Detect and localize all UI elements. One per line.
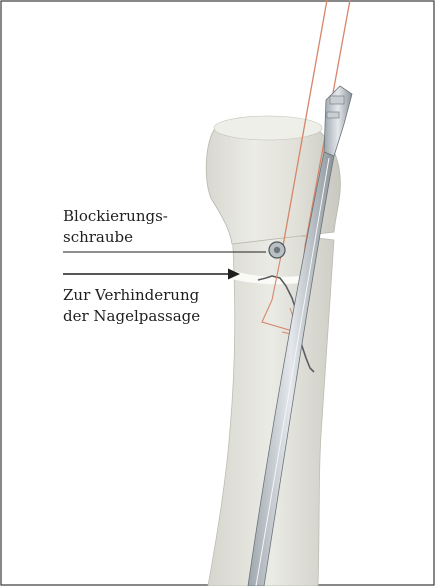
inserter-notch-2 [327,112,339,118]
blocking-screw-label: Blockierungs- schraube [63,206,168,248]
blocking-screw-center [274,247,280,253]
prevent-nail-passage-label: Zur Verhinderung der Nagelpassage [63,285,200,327]
inserter-notch-1 [330,96,344,104]
blocking-screw-label-line1: Blockierungs- [63,206,168,227]
prevent-label-line2: der Nagelpassage [63,306,200,327]
blocking-screw-label-line2: schraube [63,227,168,248]
prevent-label-line1: Zur Verhinderung [63,285,200,306]
